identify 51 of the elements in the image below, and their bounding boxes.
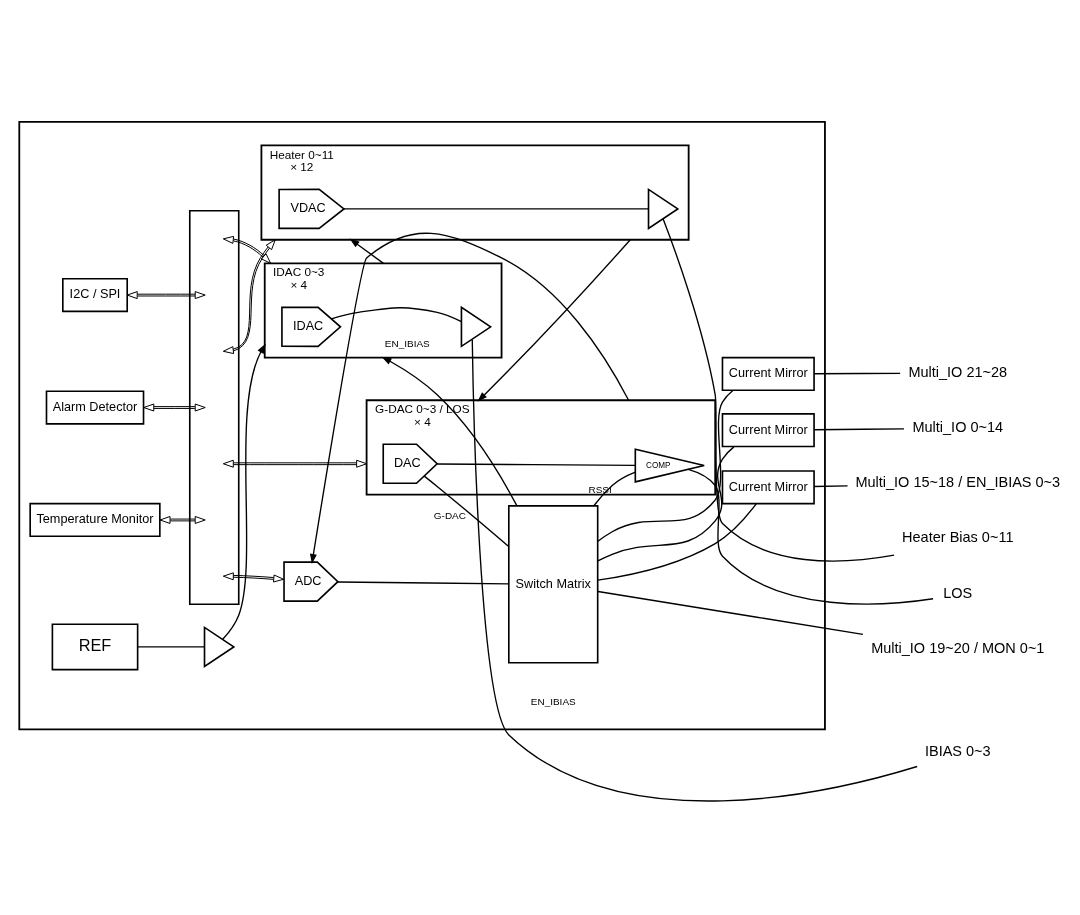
node-box: Temperature Monitor — [29, 502, 161, 537]
connector — [662, 217, 895, 562]
node-text: Multi_IO 0~14 — [912, 418, 1004, 435]
node-box: Switch Matrix — [508, 504, 599, 664]
node-text: LOS — [943, 584, 973, 601]
edge-label: G-DAC — [433, 509, 466, 521]
connector — [436, 462, 636, 466]
arrow — [477, 238, 631, 402]
node-box: Current Mirror — [721, 356, 815, 391]
label: EN_IBIAS — [530, 695, 576, 707]
node-box: REF — [51, 622, 139, 670]
arrow — [222, 459, 368, 468]
cluster — [18, 120, 826, 730]
node-text: Heater Bias 0~11 — [902, 528, 1014, 545]
connector — [597, 502, 757, 581]
node-bar — [188, 209, 240, 605]
connector — [336, 580, 510, 585]
arrow — [222, 235, 272, 264]
node-text: Multi_IO 19~20 / MON 0~1 — [871, 639, 1045, 656]
connector — [471, 338, 918, 801]
node-text: IBIAS 0~3 — [924, 742, 991, 759]
arrow — [222, 238, 276, 354]
arrow — [222, 571, 285, 582]
node-box: Current Mirror — [721, 412, 815, 447]
arrow — [159, 515, 206, 524]
connector — [813, 484, 849, 487]
connector — [343, 207, 650, 210]
connector — [136, 645, 205, 648]
node-triangle — [647, 187, 680, 230]
connector — [597, 590, 864, 635]
arrow — [222, 343, 266, 640]
edge-label: EN_IBIAS — [384, 338, 430, 349]
arrow — [143, 403, 206, 411]
node-box: Current Mirror — [721, 469, 815, 504]
connector — [813, 372, 901, 374]
connector — [423, 474, 510, 547]
connector — [597, 445, 735, 562]
arrow — [126, 290, 206, 299]
connector — [687, 468, 934, 605]
connector — [813, 427, 905, 430]
node-triangle — [460, 305, 493, 348]
node-text: Multi_IO 21~28 — [908, 363, 1008, 380]
arrow — [349, 238, 385, 264]
node-text: Multi_IO 15~18 / EN_IBIAS 0~3 — [855, 473, 1061, 490]
connector — [330, 306, 462, 322]
node-box: Alarm Detector — [45, 389, 145, 425]
arrow — [309, 232, 630, 564]
arrow — [381, 356, 518, 506]
node-triangle — [203, 625, 236, 668]
node-box: I2C / SPI — [62, 277, 128, 312]
connector — [597, 389, 734, 542]
